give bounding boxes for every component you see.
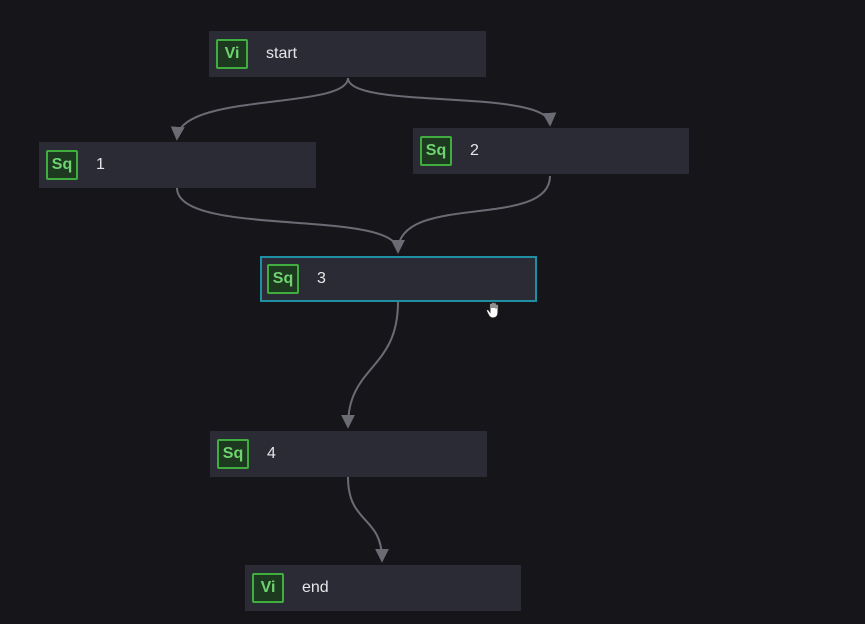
- visual-node-badge: Vi: [216, 39, 248, 69]
- sequence-node-badge: Sq: [217, 439, 249, 469]
- node-start[interactable]: Vi start: [209, 31, 486, 77]
- edge-1-to-3[interactable]: [176, 187, 405, 254]
- grab-hand-icon: [485, 301, 499, 319]
- edge-2-to-3[interactable]: [391, 175, 551, 254]
- node-2[interactable]: Sq 2: [413, 128, 689, 174]
- node-end[interactable]: Vi end: [245, 565, 521, 611]
- sequence-node-badge: Sq: [46, 150, 78, 180]
- node-label: start: [266, 45, 298, 62]
- edge-4-to-end[interactable]: [347, 476, 389, 563]
- edge-start-to-1[interactable]: [170, 77, 349, 141]
- visual-node-badge: Vi: [252, 573, 284, 603]
- sequence-node-badge: Sq: [267, 264, 299, 294]
- node-label: 1: [96, 156, 105, 173]
- edge-start-to-2[interactable]: [347, 77, 557, 127]
- node-3[interactable]: Sq 3: [260, 256, 537, 302]
- node-label: 4: [267, 445, 276, 462]
- node-1[interactable]: Sq 1: [39, 142, 316, 188]
- node-4[interactable]: Sq 4: [210, 431, 487, 477]
- node-label: 2: [470, 142, 479, 159]
- node-label: 3: [317, 270, 326, 287]
- node-label: end: [302, 579, 329, 596]
- edge-3-to-4[interactable]: [341, 301, 399, 429]
- sequence-node-badge: Sq: [420, 136, 452, 166]
